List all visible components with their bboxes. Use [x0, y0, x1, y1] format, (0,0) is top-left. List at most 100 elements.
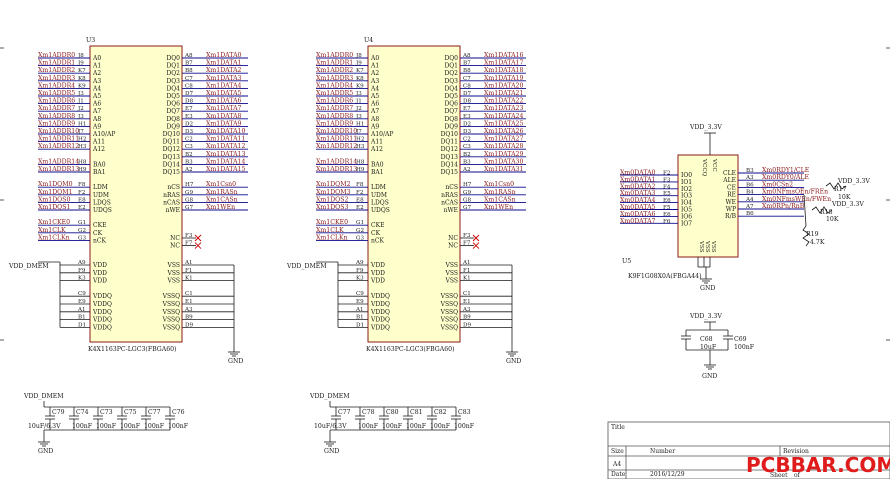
u4-right-ball: B3 [463, 159, 471, 165]
u4-right-pin: DQ2 [444, 70, 458, 77]
caps-right-group-cap-ref: C82 [434, 409, 447, 416]
u4-right-net: Xm1DATA21 [484, 90, 523, 97]
c69-ref: C69 [734, 336, 747, 343]
u4-left-pin: LDQS [371, 199, 389, 206]
tb-date-value: 2016/12/29 [650, 471, 685, 478]
u5-left-ball: F3 [663, 177, 671, 183]
u3-right-pin: DQ11 [163, 139, 180, 146]
u4-left-pin: A10/AP [370, 131, 393, 138]
u4-right-ball: G9 [463, 190, 471, 196]
u5-vdd-label: VDD_3.3V [689, 124, 722, 131]
u3-right-net: Xm1DATA15 [206, 166, 245, 173]
u3-left-net: Xm1ADDR3 [38, 75, 75, 82]
u3-left-pin: LDM [93, 184, 108, 191]
u4-left-ball: J2 [355, 106, 362, 112]
u4-right-net: Xm1DATA16 [484, 52, 523, 59]
u5-bottom-pin: VSS [704, 240, 710, 253]
u5-right-pin: CLE [723, 170, 736, 177]
u5-left-pin: IO6 [681, 213, 692, 220]
u4-right-pin: DQ9 [444, 123, 458, 130]
u3-right-pin: DQ8 [166, 116, 180, 123]
u3-vdd-pin: VDDQ [92, 324, 112, 331]
u4-right-pin: DQ6 [444, 101, 458, 108]
u3-gnd-ball: A3 [184, 307, 193, 313]
u3-right-ball: D2 [185, 121, 193, 127]
u4-right-net: Xm1DATA24 [484, 113, 523, 120]
u3-vdd-ball: E9 [78, 299, 86, 305]
u3-left-net: Xm1ADDR12 [38, 143, 79, 150]
vdd-dmem-label-u4: VDD_DMEM [286, 263, 327, 270]
u3-nc-mark [194, 234, 202, 242]
u3-gnd-pin: VSS [167, 270, 180, 277]
u3-left-pin: A10/AP [92, 131, 115, 138]
u3-left-pin: A3 [92, 78, 101, 85]
u4-body [367, 45, 461, 343]
u5-left-ball: E6 [663, 198, 671, 204]
u4-right-net: Xm1DATA28 [484, 143, 523, 150]
u3-right-net: Xm1WEn [206, 204, 235, 211]
u4-gnd-pin: VSSQ [440, 301, 458, 308]
u3-gnd-ball: F1 [185, 268, 192, 274]
u4-left-pin: BA1 [371, 169, 384, 176]
u4-gnd-pin: VSS [445, 262, 458, 269]
u3-right-net: Xm1DATA9 [206, 120, 242, 127]
u3-left-net: Xm1ADDR6 [38, 98, 75, 105]
r19-value: 4.7K [810, 239, 825, 246]
u5-top-pin: VCC [711, 158, 717, 172]
u3-right-ball: D8 [185, 99, 193, 105]
u4-right-pin: DQ13 [441, 154, 459, 161]
u5-gnd-label: GND [700, 285, 715, 292]
caps-left-group-gnd-label: GND [38, 448, 53, 455]
u5-part-number: K9F1G08X0A(FBGA44) [628, 273, 701, 280]
u4-left-pin: A1 [370, 63, 379, 70]
r19-lead [803, 194, 807, 227]
tb-sheet-label: Sheet [770, 472, 788, 479]
c68-value: 10uF [700, 344, 717, 351]
caps-right-group-cap-ref: C80 [386, 409, 399, 416]
u3-left-ball: G1 [78, 220, 86, 226]
u5-left-ball: E5 [663, 191, 671, 197]
u3-left-net: Xm1CLK [38, 227, 66, 234]
u3-left-net: Xm1DQM1 [38, 189, 73, 196]
u3-right-ball: B8 [185, 68, 193, 74]
u3-left-ball: G3 [78, 235, 86, 241]
u5-right-pin: WE [725, 199, 736, 206]
u4-right-pin: nWE [444, 207, 458, 214]
caps-left-group-cap-ref: C76 [172, 409, 185, 416]
u4-left-ball: E2 [356, 205, 364, 211]
u4-right-pin: DQ0 [444, 55, 458, 62]
u3-right-net: Xm1DATA7 [206, 105, 242, 112]
u3-right-pin: DQ4 [166, 85, 180, 92]
u4-left-pin: A5 [370, 93, 379, 100]
u3-left-net: Xm1ADDR10 [38, 128, 79, 135]
nand-caps-vdd-label: VDD_3.3V [689, 313, 722, 320]
u3-vdd-ball: D1 [78, 322, 86, 328]
u3-left-ball: E2 [78, 205, 86, 211]
u5-ref: U5 [622, 258, 631, 265]
u3-right-ball: D7 [185, 91, 193, 97]
caps-right-group-cap-value: 100nF [454, 423, 475, 430]
u3-gnd-ball: C1 [185, 291, 193, 297]
u3-left-pin: UDQS [93, 207, 112, 214]
u4-right-net: Xm1DATA30 [484, 158, 523, 165]
u4-left-net: Xm1ADDR6 [316, 98, 353, 105]
u4-left-ball: H9 [356, 167, 365, 173]
u4-left-ball: K7 [356, 68, 364, 74]
u4-right-net: Xm1RASn [484, 189, 516, 196]
u3-right-pin: DQ13 [163, 154, 181, 161]
u4-left-pin: UDQS [371, 207, 390, 214]
u3-left-pin: A1 [92, 63, 101, 70]
u4-gnd-pin: VSSQ [440, 309, 458, 316]
u5-bottom-pin: VSS [710, 240, 716, 253]
u3-left-pin: CKE [93, 222, 106, 229]
u4-right-pin: DQ1 [444, 63, 458, 70]
u3-left-net: Xm1ADDR4 [38, 82, 75, 89]
u3-vdd-ball: C9 [78, 291, 86, 297]
u3-right-net: Xm1DATA8 [206, 113, 242, 120]
u5-right-ball: A7 [745, 204, 754, 210]
u5-left-net: Xm0DATA7 [620, 218, 656, 225]
u3-right-net: Xm1DATA14 [206, 158, 245, 165]
tb-date-label: Date [611, 471, 626, 478]
u3-left-net: Xm1ADDR1 [38, 60, 75, 67]
u4-left-ball: J8 [355, 53, 362, 59]
